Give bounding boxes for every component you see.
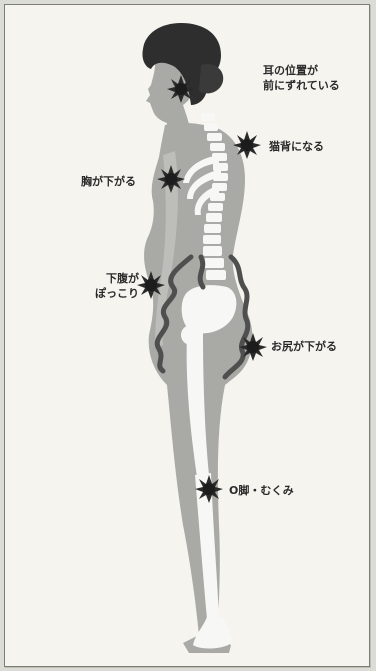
diagram-frame: 耳の位置が 前にずれている 猫背になる 胸が下がる 下腹が ぽっこり お尻が下が…	[4, 4, 370, 667]
starburst-marker-icon	[195, 475, 223, 503]
label-bow-legs: O脚・むくみ	[229, 483, 294, 498]
starburst-marker-icon	[233, 131, 261, 159]
label-belly-bulge-line2: ぽっこり	[95, 286, 139, 301]
label-hip-drop: お尻が下がる	[271, 339, 337, 354]
label-belly-bulge-line1: 下腹が	[95, 271, 139, 286]
starburst-marker-icon	[239, 333, 267, 361]
label-belly-bulge: 下腹が ぽっこり	[95, 271, 139, 301]
starburst-marker-icon	[157, 165, 185, 193]
label-ear-forward-line2: 前にずれている	[263, 78, 340, 93]
label-ear-forward-line1: 耳の位置が	[263, 63, 340, 78]
starburst-marker-icon	[137, 271, 165, 299]
posture-illustration	[5, 5, 369, 666]
label-round-back: 猫背になる	[269, 139, 324, 154]
starburst-marker-icon	[167, 75, 195, 103]
label-ear-forward: 耳の位置が 前にずれている	[263, 63, 340, 93]
label-chest-drop: 胸が下がる	[81, 174, 136, 189]
